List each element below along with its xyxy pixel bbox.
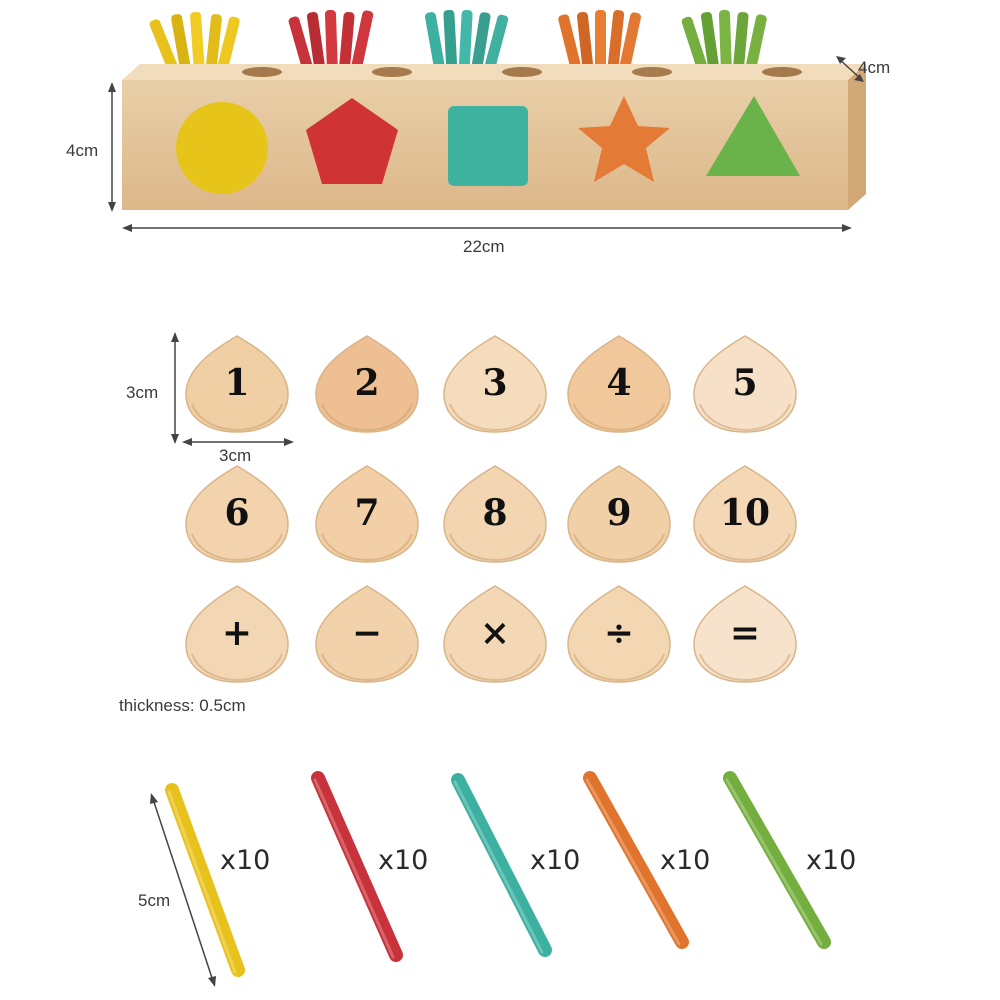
- tile-symbol: 3: [482, 362, 508, 404]
- tile-symbol: −: [351, 612, 383, 654]
- tile-symbol: 2: [354, 362, 380, 404]
- block-width-label: 22cm: [463, 237, 505, 256]
- stick-length-line: [150, 793, 216, 987]
- teal-sticks: [424, 9, 509, 79]
- number-tile: 8: [440, 462, 550, 566]
- tile-symbol: 5: [732, 362, 758, 404]
- number-tile: ×: [440, 582, 550, 686]
- stick-count-label: x10: [660, 845, 711, 876]
- number-tile: 7: [312, 462, 422, 566]
- number-tile: −: [312, 582, 422, 686]
- orange-sticks: [558, 10, 641, 79]
- tile-symbol: 6: [224, 492, 250, 534]
- tile-symbol: 8: [482, 492, 508, 534]
- number-tile: 10: [690, 462, 800, 566]
- green-stick: [723, 771, 831, 949]
- stick-length-label: 5cm: [138, 891, 171, 910]
- number-tile: 4: [564, 332, 674, 436]
- tile-dimension-lines: [171, 332, 294, 446]
- number-tile: 6: [182, 462, 292, 566]
- tile-symbol: 7: [354, 492, 380, 534]
- block-depth-label: 4cm: [858, 58, 891, 77]
- orange-stick: [583, 771, 689, 949]
- sorting-block-illustration: [108, 9, 866, 232]
- tile-symbol: +: [221, 612, 253, 654]
- red-sticks: [288, 9, 374, 79]
- tile-symbol: 4: [606, 362, 632, 404]
- stick-count-label: x10: [530, 845, 581, 876]
- red-stick: [311, 771, 403, 962]
- triangle-shape: [706, 96, 800, 176]
- number-tile: 3: [440, 332, 550, 436]
- green-sticks: [681, 9, 767, 79]
- number-tile: 9: [564, 462, 674, 566]
- tile-symbol: 9: [606, 492, 632, 534]
- tile-height-label: 3cm: [126, 383, 159, 402]
- number-tile: =: [690, 582, 800, 686]
- square-shape: [448, 106, 528, 186]
- tile-width-label: 3cm: [219, 446, 252, 465]
- stick-count-label: x10: [220, 845, 271, 876]
- number-tile: ÷: [564, 582, 674, 686]
- star-shape: [578, 96, 670, 182]
- stick-count-label: x10: [378, 845, 429, 876]
- pentagon-shape: [306, 98, 398, 184]
- block-height-label: 4cm: [66, 141, 99, 160]
- yellow-sticks: [149, 11, 240, 79]
- tile-symbol: ×: [479, 612, 511, 654]
- tile-symbol: ÷: [603, 612, 635, 654]
- tile-thickness-label: thickness: 0.5cm: [119, 696, 246, 715]
- tile-symbol: 10: [719, 492, 771, 534]
- yellow-stick: [165, 783, 245, 977]
- tile-symbol: 1: [224, 362, 250, 404]
- stick-count-label: x10: [806, 845, 857, 876]
- number-tile: 1: [182, 332, 292, 436]
- tile-symbol: =: [729, 612, 761, 654]
- circle-shape: [176, 102, 268, 194]
- number-tile: +: [182, 582, 292, 686]
- number-tile: 2: [312, 332, 422, 436]
- teal-stick: [451, 773, 552, 957]
- number-tile: 5: [690, 332, 800, 436]
